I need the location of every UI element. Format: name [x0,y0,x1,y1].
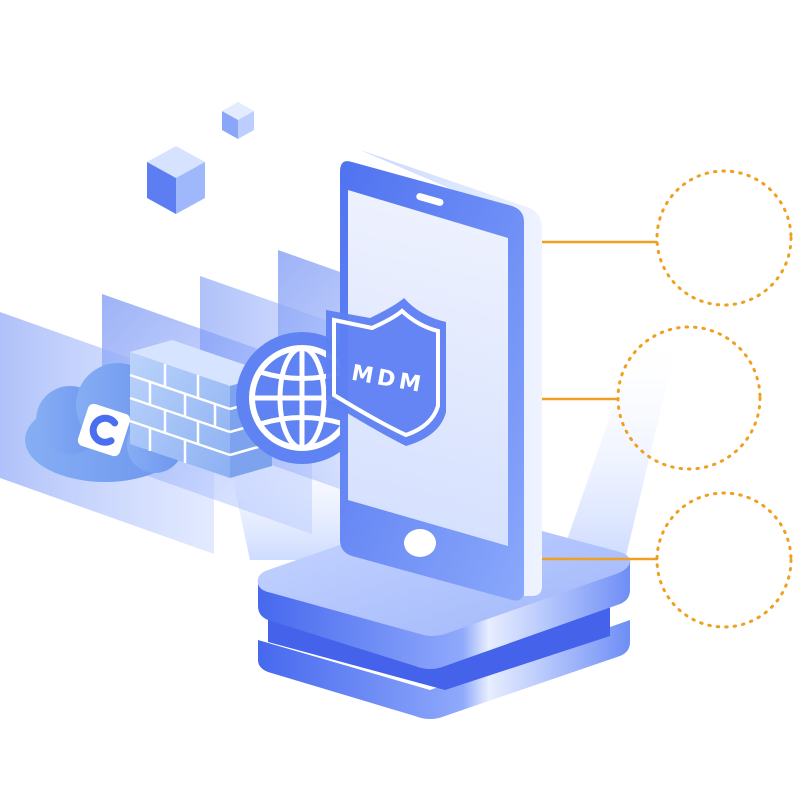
callout-circle [655,491,793,629]
cube-icon [147,146,205,214]
callout-circle [655,169,793,307]
app-logo-icon [77,403,131,457]
cube-icon [222,102,254,139]
callout-top [542,169,793,307]
shield-icon: MDM [326,298,446,446]
callout-middle [542,325,762,471]
callout-bottom [542,491,793,629]
callout-circle [616,325,762,471]
